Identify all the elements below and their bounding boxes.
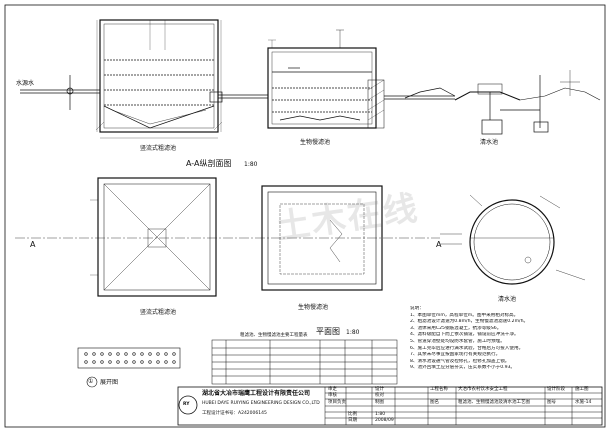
date-value: 2008/09	[375, 418, 394, 423]
quantity-table	[211, 339, 398, 385]
note-line: 4、滤料级配自下而上依次铺设，铺设前应冲洗干净。	[410, 332, 519, 338]
design-notes: 说明： 1、本图单位mm，高程单位m。图中采用相对标高。 2、粗滤池设计滤速为0…	[410, 306, 602, 372]
design-stage: 施工图	[575, 387, 589, 392]
section-view	[20, 19, 601, 139]
inlet-label: 水源水	[16, 80, 35, 87]
role-lead: 项目负责	[328, 400, 346, 405]
table-title: 粗滤池、生物慢滤池主要工程量表	[240, 333, 308, 338]
section-title: A-A纵剖面图	[186, 159, 232, 168]
bio-filter-plan-label: 生物慢滤池	[298, 304, 329, 311]
date-label: 日期	[348, 418, 357, 423]
detail-title: 展开图	[100, 379, 119, 386]
project-name: 大冶市农村饮水安全工程	[458, 387, 508, 392]
sheet-border	[4, 4, 606, 428]
clear-well-plan-label: 清水池	[498, 296, 517, 303]
bio-filter-section-label: 生物慢滤池	[300, 139, 331, 146]
scale-label: 比例	[348, 412, 357, 417]
title-block	[177, 386, 603, 426]
role-approve: 审定	[328, 387, 337, 392]
note-line: 2、粗滤池设计滤速为0.8m/h，生物慢滤池滤速0.2m/h。	[410, 319, 529, 325]
note-line: 6、施工完毕后应进行满水试验，合格后方可投入使用。	[410, 345, 524, 351]
note-line: 3、池体采用C25钢筋混凝土，抗渗等级S6。	[410, 325, 502, 331]
role-design: 设计	[375, 387, 384, 392]
note-line: 1、本图单位mm，高程单位m。图中采用相对标高。	[410, 312, 519, 318]
plan-view	[15, 177, 586, 297]
plan-scale: 1:80	[346, 329, 360, 336]
note-line: 9、池外回填土应分层夯实，压实系数不小于0.93。	[410, 365, 516, 371]
role-review: 审核	[328, 393, 337, 398]
head-project: 工程名称	[430, 387, 448, 392]
head-stage: 设计阶段	[547, 387, 565, 392]
section-scale: 1:80	[244, 161, 258, 168]
scale-value: 1:80	[375, 412, 386, 417]
role-check: 校对	[375, 393, 384, 398]
note-line: 8、清水池设通气管及检修孔，检修孔加盖上锁。	[410, 358, 510, 364]
drawing-name: 粗滤池、生物慢滤池及清水池工艺图	[458, 400, 530, 405]
head-drawing-name: 图名	[430, 400, 439, 405]
drawing-number: 水施-14	[575, 400, 592, 405]
plan-title: 平面图	[316, 327, 340, 336]
detail-number: ①	[88, 378, 94, 385]
axis-a-right: A	[436, 240, 442, 249]
axis-a-left: A	[30, 240, 36, 249]
role-draw: 制图	[375, 400, 384, 405]
company-cert: 工程设计证书号：A242006145	[202, 411, 267, 416]
detail-view	[77, 347, 181, 388]
clear-well-section-label: 清水池	[480, 139, 499, 146]
rough-filter-plan-label: 竖流式粗滤池	[140, 309, 177, 316]
note-line: 5、管道穿池壁处均设防水套管，施工时预埋。	[410, 338, 505, 344]
note-line: 说明：	[410, 306, 424, 311]
company-logo: RY	[183, 402, 190, 407]
company-name-en: HUBEI DAYE RUIYING ENGINEERING DESIGN CO…	[202, 401, 320, 406]
rough-filter-section-label: 竖流式粗滤池	[140, 145, 177, 152]
note-line: 7、其余未尽事宜按国家现行有关规范执行。	[410, 352, 501, 358]
head-drawing-no: 图号	[547, 400, 556, 405]
company-name-cn: 湖北省大冶市瑞鹰工程设计有限责任公司	[202, 390, 311, 397]
